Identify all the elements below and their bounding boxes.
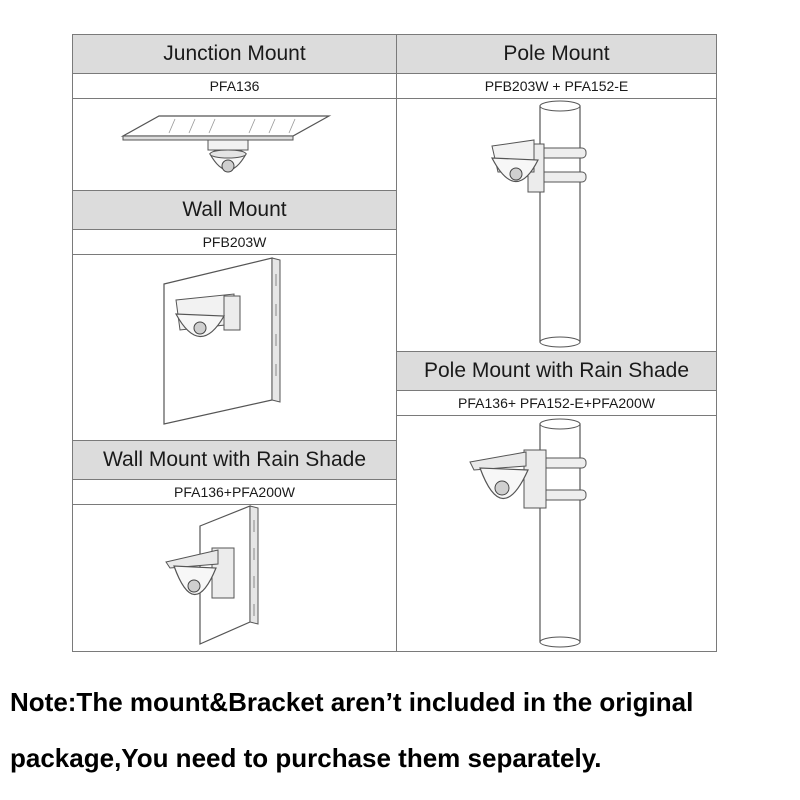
rain-shade-icon xyxy=(165,549,219,569)
junction-mount-title: Junction Mount xyxy=(72,34,397,74)
pole-mount-model: PFB203W + PFA152-E xyxy=(396,73,717,99)
wall-mount-illustration xyxy=(163,257,281,425)
junction-mount-illustration xyxy=(120,115,332,173)
pole-icon xyxy=(539,105,581,343)
wall-mount-title: Wall Mount xyxy=(72,190,397,230)
column-divider xyxy=(396,34,397,652)
junction-mount-model: PFA136 xyxy=(72,73,397,99)
wall-mount-rain-shade-title: Wall Mount with Rain Shade xyxy=(72,440,397,480)
note-line-2: package,You need to purchase them separa… xyxy=(10,743,602,773)
wall-panel xyxy=(163,257,273,425)
wall-mount-rain-shade-illustration xyxy=(165,505,259,645)
ceiling-plate xyxy=(120,115,332,137)
rain-shade-icon xyxy=(469,451,527,471)
pole-mount-rain-shade-model: PFA136+ PFA152-E+PFA200W xyxy=(396,390,717,416)
pole-mount-rain-shade-title: Pole Mount with Rain Shade xyxy=(396,351,717,391)
wall-mount-model: PFB203W xyxy=(72,229,397,255)
pole-mount-title: Pole Mount xyxy=(396,34,717,74)
note-line-1: Note:The mount&Bracket aren’t included i… xyxy=(10,687,694,717)
pole-mount-illustration xyxy=(490,100,587,348)
wall-mount-rain-shade-model: PFA136+PFA200W xyxy=(72,479,397,505)
pole-mount-rain-shade-illustration xyxy=(469,418,587,648)
purchase-note: Note:The mount&Bracket aren’t included i… xyxy=(10,674,800,786)
